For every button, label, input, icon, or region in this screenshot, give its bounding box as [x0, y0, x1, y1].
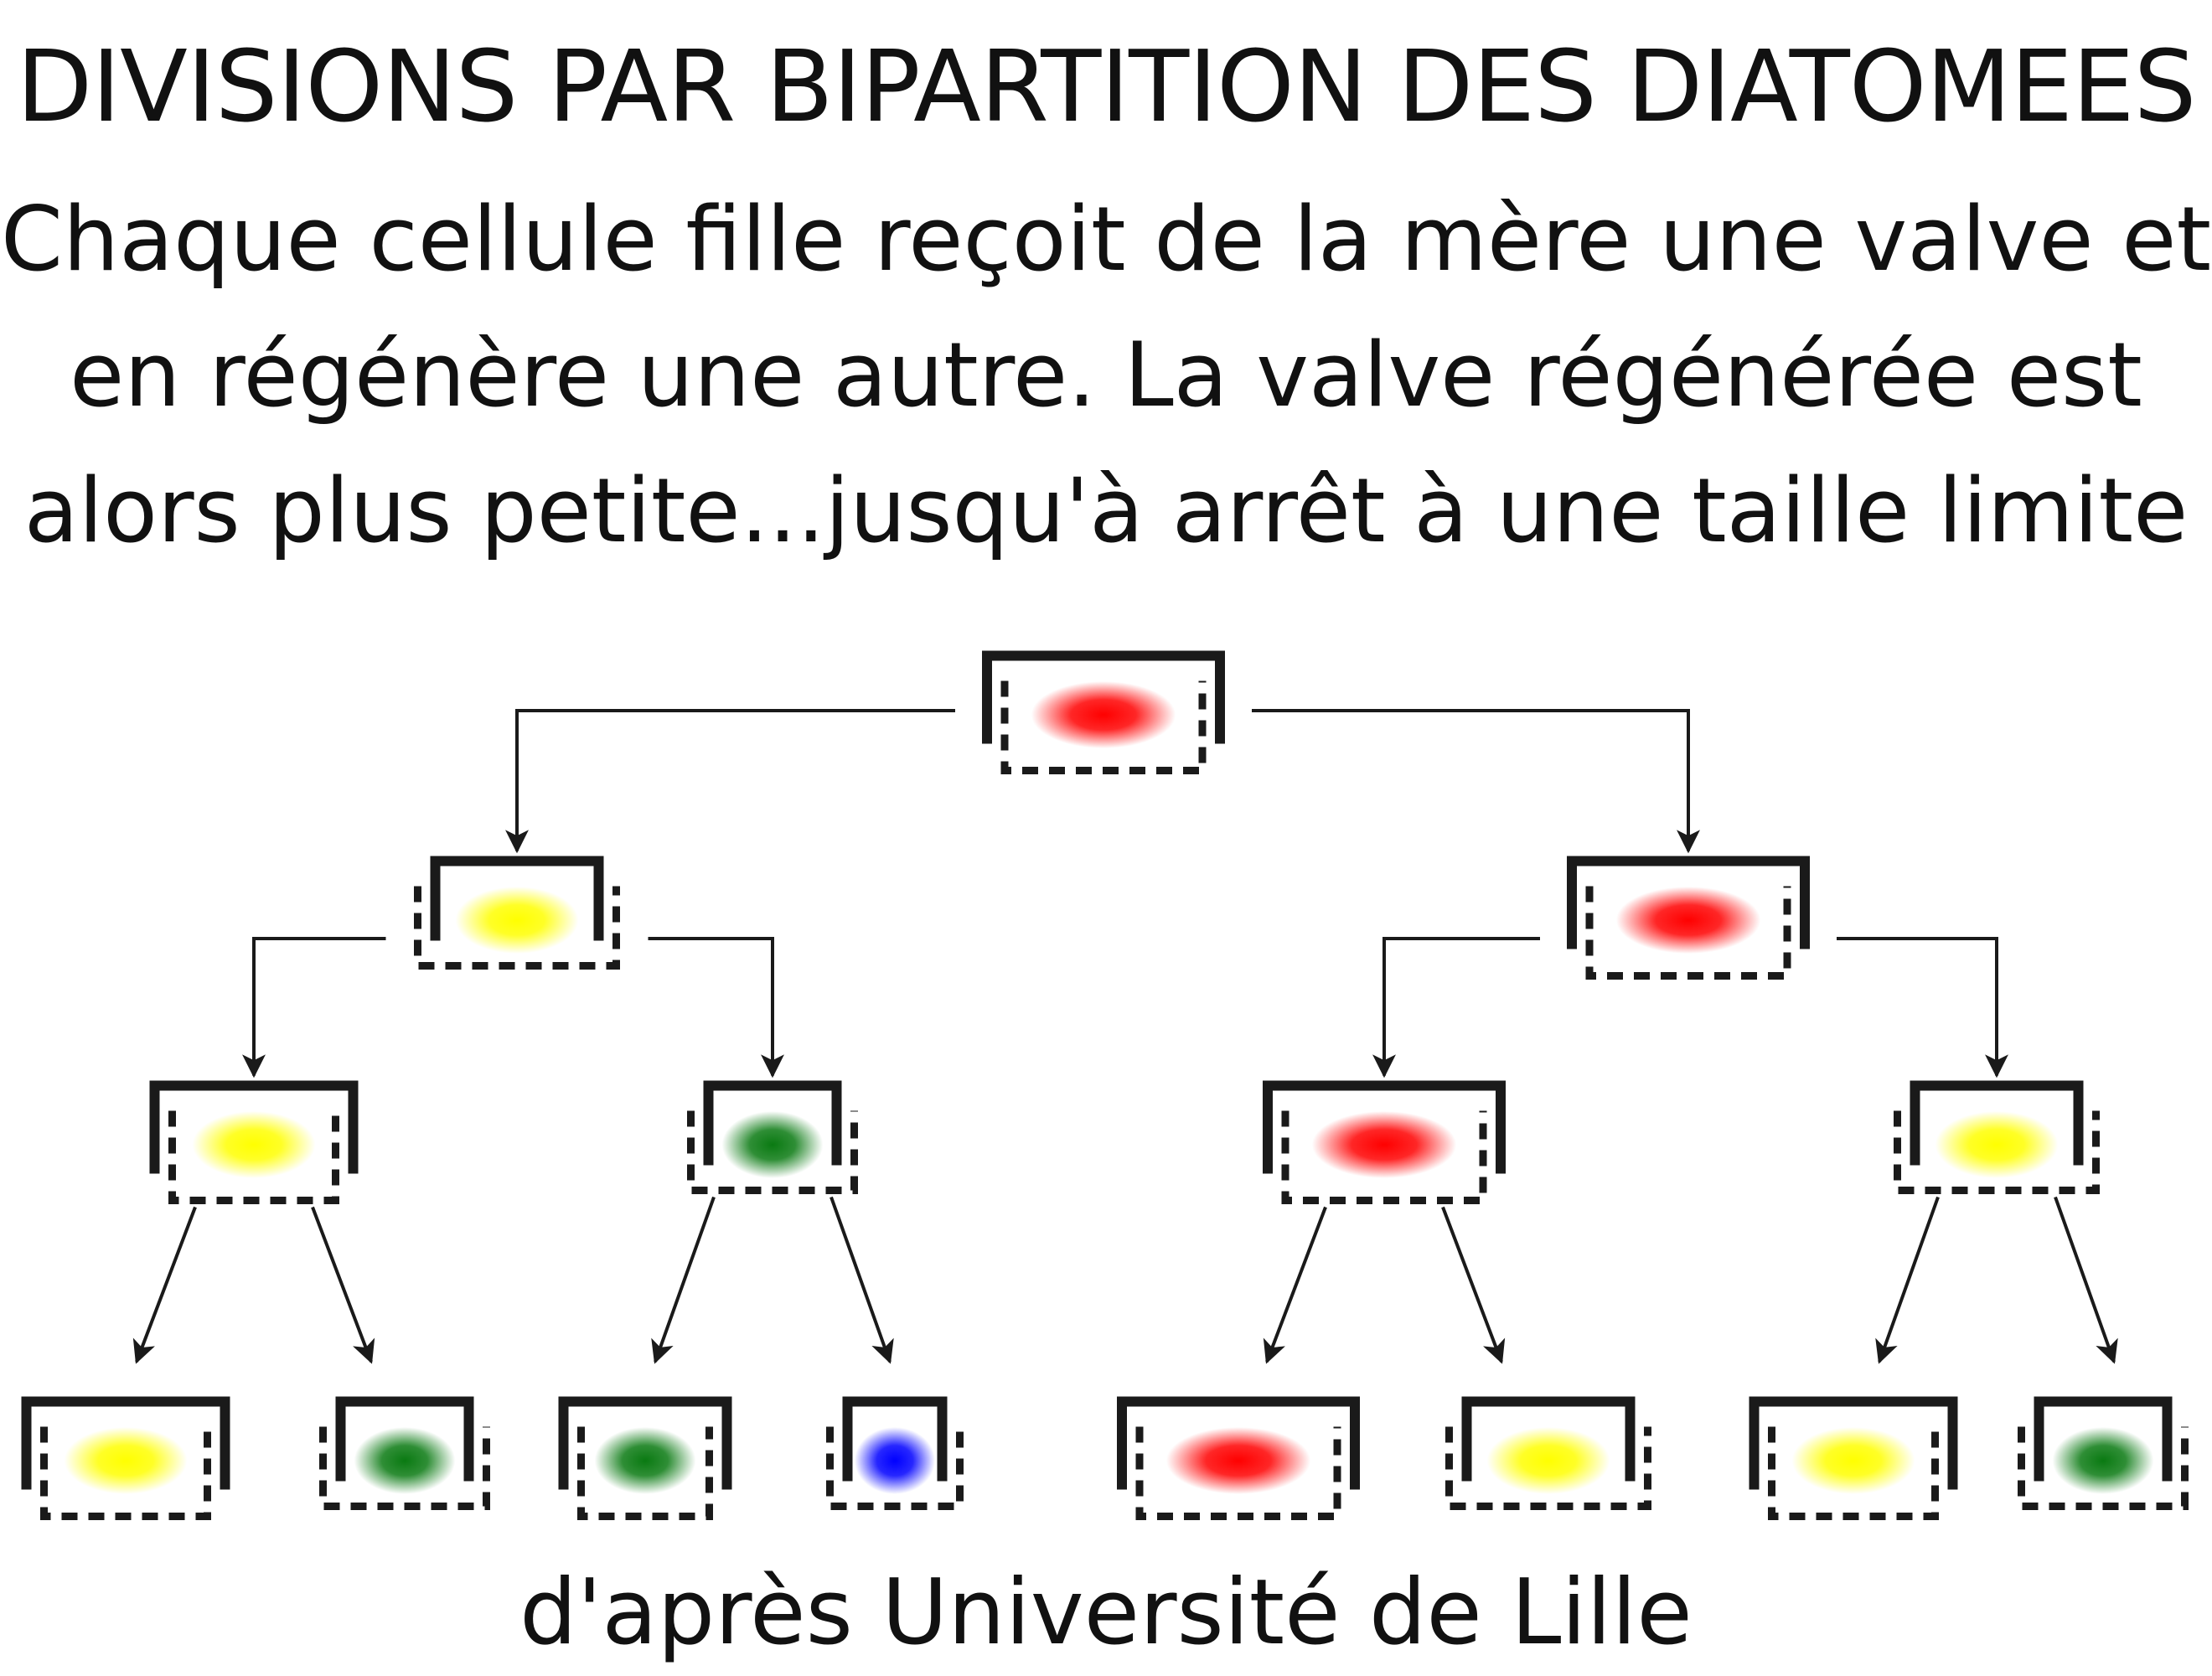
diagram-title: DIVISIONS PAR BIPARTITION DES DIATOMEES [16, 28, 2196, 144]
subtitle-line-2: en régénère une autre. La valve régénéré… [70, 323, 2142, 427]
division-connectors [132, 709, 2118, 1364]
diatom-cell-c2 [1567, 856, 1810, 980]
large-valve [1910, 1080, 2084, 1166]
nucleus-green [2052, 1427, 2154, 1494]
diatom-cell-c12 [1445, 1396, 1651, 1510]
nucleus-yellow [1486, 1427, 1610, 1494]
diatom-cell-c13 [1749, 1396, 1958, 1520]
small-valve [168, 1110, 339, 1204]
division-arrow-c3 [242, 937, 386, 1079]
large-valve [1749, 1396, 1958, 1490]
division-arrow-c8 [311, 1206, 375, 1364]
nucleus-red [1031, 681, 1176, 748]
division-arrow-c6 [1837, 937, 2008, 1079]
large-valve [558, 1396, 732, 1490]
small-valve [1768, 1426, 1939, 1520]
division-arrow-c12 [1441, 1206, 1506, 1364]
division-arrow-c2 [1252, 709, 1700, 854]
small-valve [2018, 1426, 2189, 1510]
nucleus-red [1165, 1427, 1311, 1494]
nucleus-red [1311, 1111, 1457, 1178]
small-valve [40, 1426, 211, 1520]
diatom-cell-c14 [2018, 1396, 2189, 1510]
division-arrow-c10 [830, 1196, 894, 1364]
large-valve [2034, 1396, 2173, 1482]
small-valve [1281, 1110, 1487, 1204]
small-valve [1135, 1426, 1341, 1520]
nucleus-green [354, 1427, 456, 1494]
small-valve [319, 1426, 490, 1510]
large-valve [1567, 856, 1810, 949]
division-arrow-c11 [1263, 1206, 1327, 1364]
small-valve [1894, 1110, 2100, 1194]
large-valve [1461, 1396, 1636, 1482]
diatom-cell-c0 [982, 650, 1225, 774]
nucleus-green [594, 1427, 696, 1494]
large-valve [1117, 1396, 1360, 1490]
diatom-cell-c6 [1894, 1080, 2100, 1194]
diatom-cell-c8 [319, 1396, 490, 1510]
division-arrow-c7 [132, 1206, 197, 1364]
division-arrow-c5 [1372, 937, 1540, 1079]
nucleus-green [721, 1111, 824, 1178]
source-caption: d'après Université de Lille [519, 1560, 1693, 1665]
diatom-cell-c3 [149, 1080, 359, 1204]
diatom-cell-c9 [558, 1396, 732, 1520]
nucleus-yellow [192, 1111, 316, 1178]
division-arrow-c1 [505, 709, 955, 854]
large-valve [21, 1396, 230, 1490]
diatom-cells [21, 650, 2189, 1520]
division-arrow-c9 [651, 1196, 716, 1364]
diatom-cell-c11 [1117, 1396, 1360, 1520]
diatom-cell-c1 [414, 856, 620, 970]
nucleus-yellow [455, 887, 579, 954]
large-valve [430, 856, 604, 941]
large-valve [703, 1080, 842, 1166]
division-arrow-c14 [2054, 1196, 2118, 1364]
nucleus-yellow [1791, 1427, 1915, 1494]
large-valve [842, 1396, 948, 1482]
diagram-subtitle: Chaque cellule fille reçoit de la mère u… [0, 172, 2212, 579]
diatom-cell-c7 [21, 1396, 230, 1520]
nucleus-yellow [64, 1427, 188, 1494]
large-valve [149, 1080, 359, 1174]
division-arrow-c4 [648, 937, 784, 1079]
subtitle-line-1: Chaque cellule fille reçoit de la mère u… [0, 188, 2212, 291]
small-valve [687, 1110, 858, 1194]
large-valve [982, 650, 1225, 744]
small-valve [1585, 886, 1791, 980]
diatom-cell-c5 [1263, 1080, 1506, 1204]
diatom-cell-c4 [687, 1080, 858, 1194]
diatom-cell-c10 [826, 1396, 964, 1510]
division-arrow-c13 [1875, 1196, 1940, 1364]
large-valve [335, 1396, 474, 1482]
small-valve [1445, 1426, 1651, 1510]
nucleus-yellow [1935, 1111, 2059, 1178]
nucleus-blue [854, 1427, 936, 1494]
small-valve [1000, 680, 1207, 774]
subtitle-line-3: alors plus petite...jusqu'à arrêt à une … [23, 459, 2189, 562]
large-valve [1263, 1080, 1506, 1174]
nucleus-red [1615, 887, 1761, 954]
small-valve [414, 886, 620, 970]
small-valve [826, 1426, 964, 1510]
